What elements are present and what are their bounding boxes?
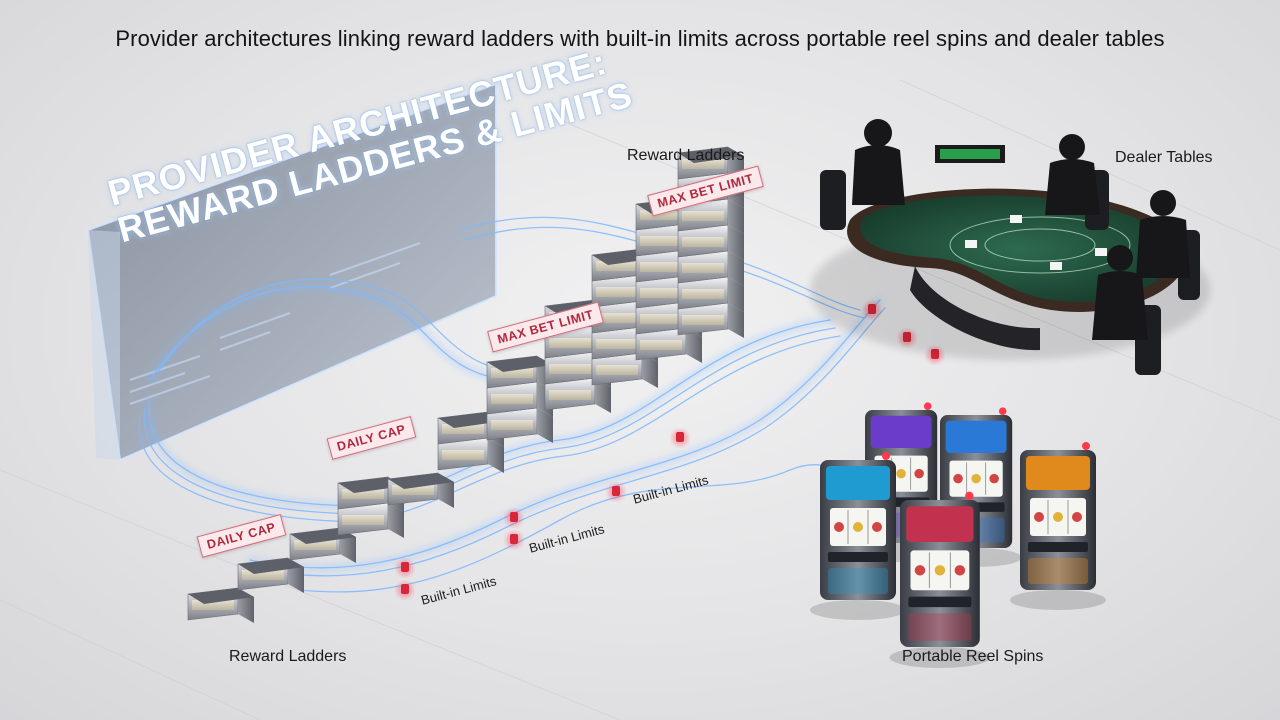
limit-marker <box>608 484 624 500</box>
page-title: Provider architectures linking reward la… <box>115 26 1165 51</box>
limit-marker <box>506 510 522 526</box>
label-reward-ladders-bottom: Reward Ladders <box>229 648 347 665</box>
label-dealer-tables: Dealer Tables <box>1115 149 1213 166</box>
ladder-block-stack <box>187 587 254 623</box>
slot-machine <box>810 452 906 620</box>
ladder-block-stack <box>387 472 454 508</box>
limit-marker <box>506 532 522 548</box>
dealer-table <box>810 119 1210 375</box>
label-reward-ladders-top: Reward Ladders <box>627 147 745 164</box>
ladder-block-stack <box>237 557 304 593</box>
slot-machines <box>810 402 1106 668</box>
limit-marker <box>397 560 413 576</box>
ladder-block-stack <box>486 355 553 443</box>
ladder-block-stack <box>289 527 356 563</box>
limit-marker <box>672 430 688 446</box>
label-portable-reel-spins: Portable Reel Spins <box>902 648 1044 665</box>
hologram-panel <box>86 82 497 462</box>
slot-machine <box>1010 442 1106 610</box>
slot-machine <box>889 491 991 668</box>
limit-marker <box>397 582 413 598</box>
